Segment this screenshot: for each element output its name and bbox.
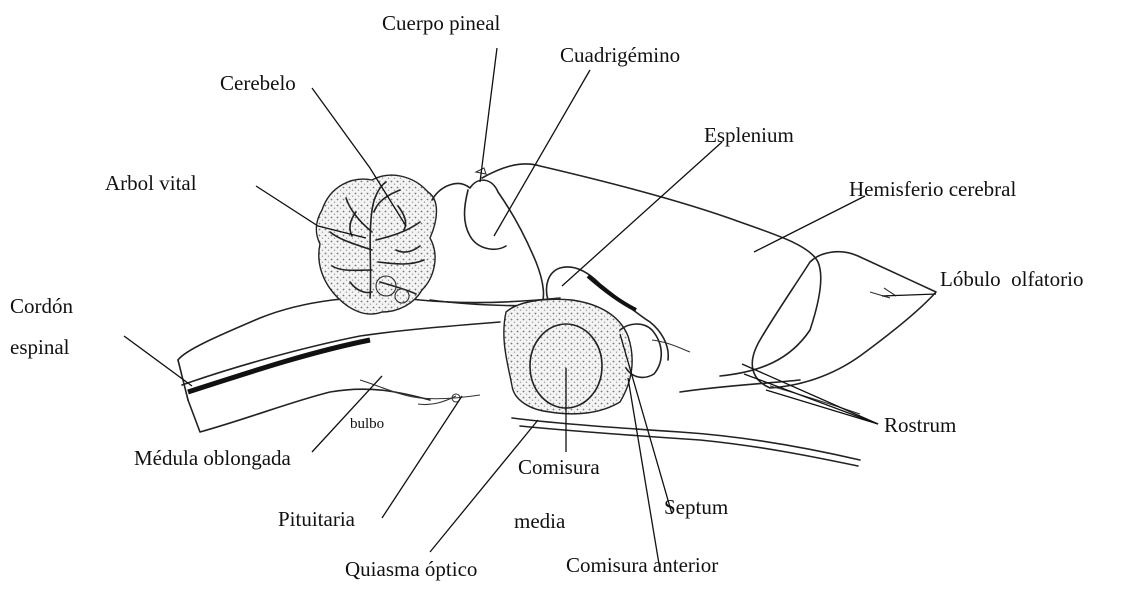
label-septum: Septum	[664, 495, 728, 519]
label-quiasma-optico: Quiasma óptico	[345, 557, 477, 581]
label-arbol-vital: Arbol vital	[105, 171, 197, 195]
label-media: media	[514, 509, 566, 533]
label-medula-oblongada: Médula oblongada	[134, 446, 292, 470]
label-comisura: Comisura	[518, 455, 600, 479]
label-lobulo-olfatorio: Lóbulo olfatorio	[940, 267, 1083, 291]
label-pituitaria: Pituitaria	[278, 507, 356, 531]
label-esplenium: Esplenium	[704, 123, 794, 147]
label-hemisferio-cerebral: Hemisferio cerebral	[849, 177, 1016, 201]
label-cordon: Cordón	[10, 294, 74, 318]
label-cuerpo-pineal: Cuerpo pineal	[382, 11, 501, 35]
diencephalon-shape	[504, 299, 632, 414]
colliculi-shape	[430, 180, 543, 306]
label-rostrum: Rostrum	[884, 413, 956, 437]
label-espinal: espinal	[10, 335, 70, 359]
label-comisura-anterior: Comisura anterior	[566, 553, 718, 577]
label-bulbo: bulbo	[350, 416, 384, 432]
cerebellum-shape	[316, 175, 436, 314]
spinal-cord-shape	[178, 297, 560, 432]
olfactory-lobe-shape	[752, 252, 936, 388]
label-cuadrigemino: Cuadrigémino	[560, 43, 680, 67]
label-cerebelo: Cerebelo	[220, 71, 296, 95]
